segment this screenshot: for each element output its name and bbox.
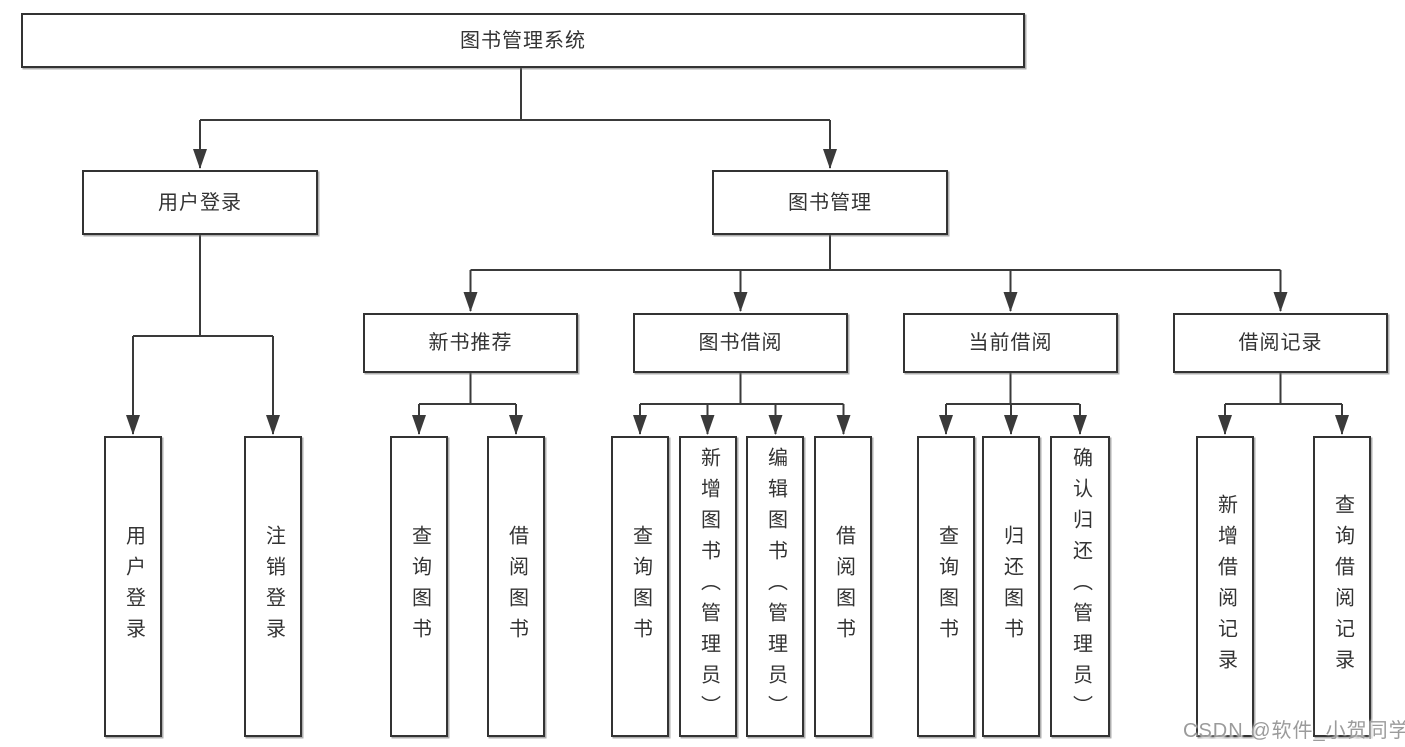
leaf-bor-query-books-label: 查询图书: [629, 524, 652, 649]
leaf-rcd-query-record: 查询借阅记录: [1313, 436, 1371, 737]
leaf-bor-borrow-books-label: 借阅图书: [832, 524, 855, 649]
connector-backbones: [133, 68, 1342, 405]
node-borrow-records: 借阅记录: [1173, 313, 1388, 373]
leaf-cur-query-books: 查询图书: [917, 436, 975, 737]
backbone-user-login: [133, 235, 273, 337]
node-new-book-recommend: 新书推荐: [363, 313, 578, 373]
connector-arrows: [126, 120, 1349, 435]
leaf-user-login: 用户登录: [104, 436, 162, 737]
backbone-current-borrow: [946, 373, 1080, 405]
node-current-borrow: 当前借阅: [903, 313, 1118, 373]
node-book-borrow: 图书借阅: [633, 313, 848, 373]
node-new-book-recommend-label: 新书推荐: [428, 332, 513, 354]
node-user-login-label: 用户登录: [158, 191, 242, 214]
leaf-cur-return-books: 归还图书: [982, 436, 1040, 737]
leaf-rcd-add-record: 新增借阅记录: [1196, 436, 1254, 737]
leaf-user-login-label: 用户登录: [122, 524, 145, 649]
backbone-borrow-records: [1225, 373, 1342, 405]
backbone-new-book-rec: [419, 373, 516, 405]
leaf-bor-edit-books-admin-label: 编辑图书（管理员）: [764, 447, 787, 726]
node-current-borrow-label: 当前借阅: [968, 332, 1053, 354]
leaf-bor-add-books-admin: 新增图书（管理员）: [679, 436, 737, 737]
leaf-rcd-query-record-label: 查询借阅记录: [1331, 493, 1354, 680]
node-root-system-label: 图书管理系统: [460, 29, 586, 52]
leaf-cur-confirm-return-admin: 确认归还（管理员）: [1050, 436, 1110, 737]
backbone-root: [200, 68, 830, 121]
node-book-management: 图书管理: [712, 170, 948, 235]
leaf-rec-query-books-label: 查询图书: [408, 524, 431, 649]
leaf-cur-confirm-return-admin-label: 确认归还（管理员）: [1069, 447, 1092, 726]
leaf-bor-borrow-books: 借阅图书: [814, 436, 872, 737]
node-user-login: 用户登录: [82, 170, 318, 235]
leaf-bor-add-books-admin-label: 新增图书（管理员）: [697, 447, 720, 726]
node-borrow-records-label: 借阅记录: [1238, 332, 1323, 354]
node-book-management-label: 图书管理: [788, 191, 872, 214]
leaf-rec-borrow-books: 借阅图书: [487, 436, 545, 737]
leaf-rcd-add-record-label: 新增借阅记录: [1214, 493, 1237, 680]
leaf-rec-borrow-books-label: 借阅图书: [505, 524, 528, 649]
leaf-cur-return-books-label: 归还图书: [1000, 524, 1023, 649]
node-root-system: 图书管理系统: [21, 13, 1025, 68]
leaf-logout: 注销登录: [244, 436, 302, 737]
backbone-book-borrow: [640, 373, 844, 405]
leaf-cur-query-books-label: 查询图书: [935, 524, 958, 649]
leaf-bor-query-books: 查询图书: [611, 436, 669, 737]
csdn-watermark: CSDN @软件_小贺同学: [1183, 720, 1405, 742]
leaf-bor-edit-books-admin: 编辑图书（管理员）: [746, 436, 804, 737]
node-book-borrow-label: 图书借阅: [698, 332, 783, 354]
leaf-logout-label: 注销登录: [262, 524, 285, 649]
backbone-book-mgmt: [470, 235, 1281, 271]
leaf-rec-query-books: 查询图书: [390, 436, 448, 737]
